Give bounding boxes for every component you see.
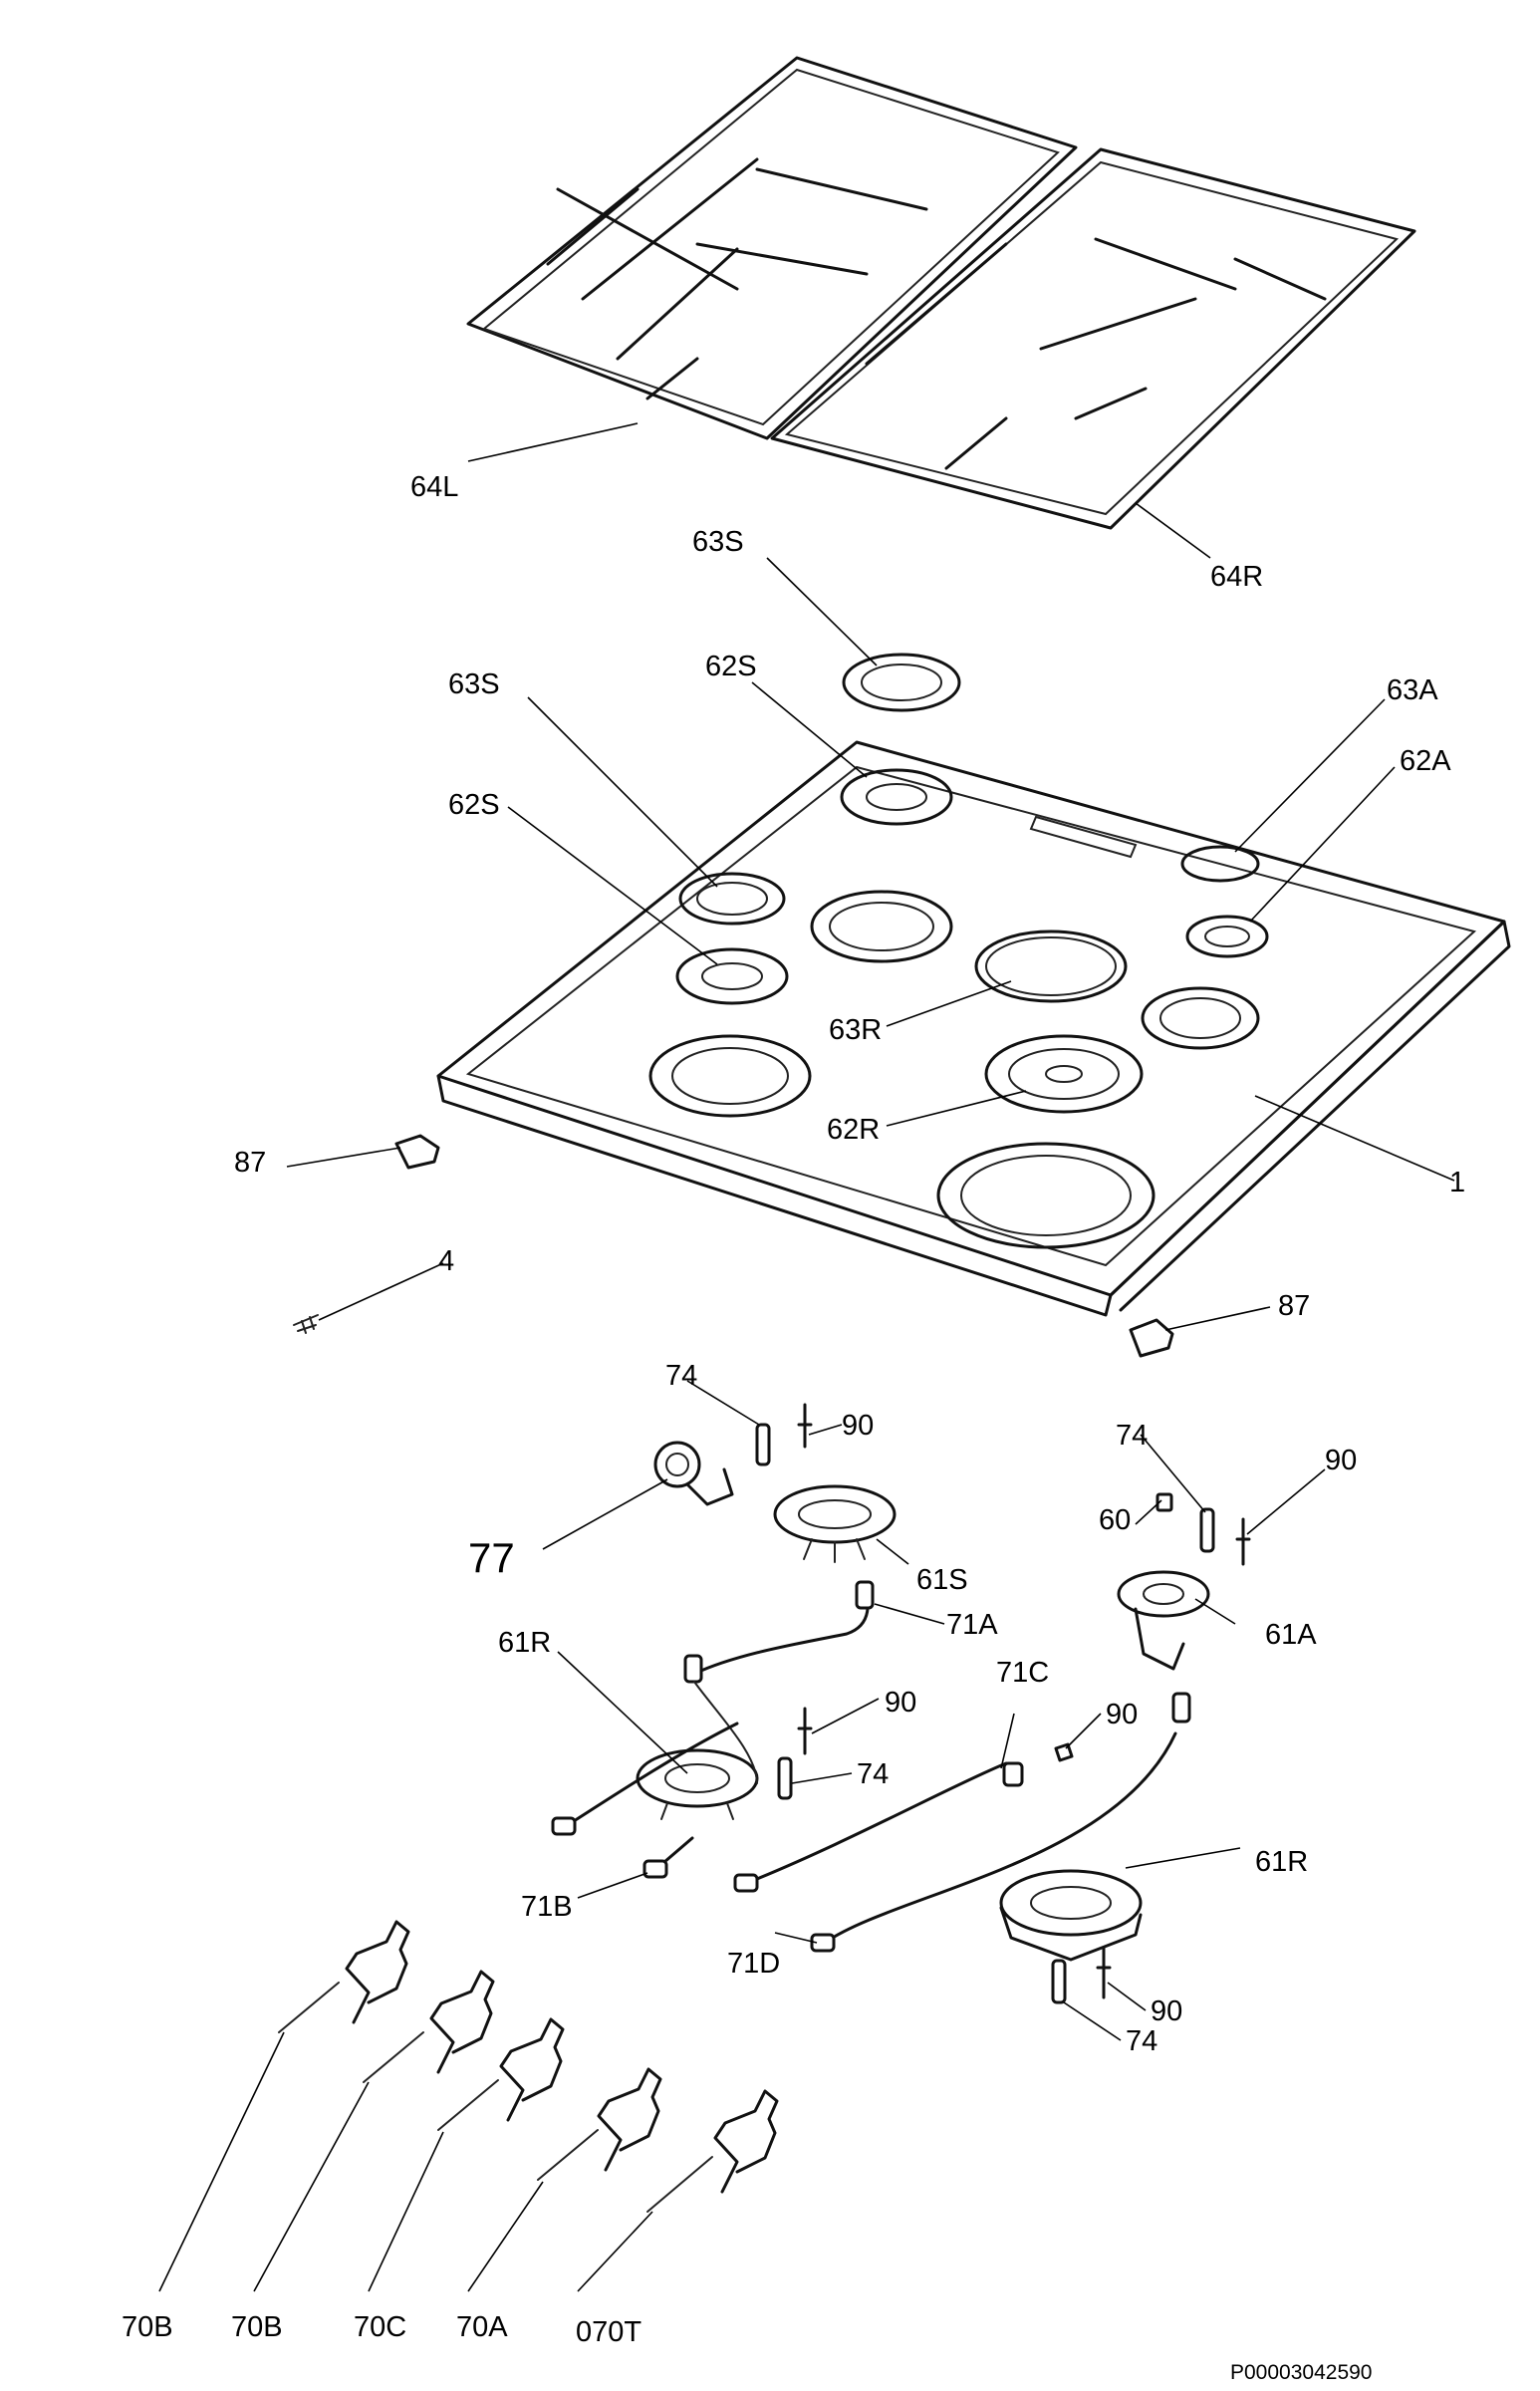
pan-support-left	[466, 56, 1078, 440]
burner-cap-63s-left	[678, 872, 786, 926]
pan-support-right	[770, 147, 1416, 530]
label-71d: 71D	[727, 1948, 780, 1980]
label-61r-left: 61R	[498, 1627, 551, 1659]
label-70b-2: 70B	[231, 2311, 283, 2343]
gas-tap-070t	[646, 2089, 779, 2213]
thermocouple-74-b	[1199, 1507, 1215, 1553]
burner-well-rear-centre	[810, 890, 953, 963]
gas-tube-71b	[551, 1722, 739, 1879]
hob-top	[436, 740, 1511, 1317]
label-90-b: 90	[1325, 1445, 1357, 1476]
burner-body-61r-left	[636, 1748, 759, 1820]
burner-crown-62r	[984, 1034, 1144, 1114]
label-74-a: 74	[665, 1360, 697, 1392]
injector-60	[1155, 1492, 1173, 1512]
label-71c: 71C	[996, 1657, 1049, 1689]
thermocouple-74-c	[777, 1756, 793, 1800]
burner-body-61r-right	[999, 1869, 1143, 1962]
spark-plug-90-d	[1054, 1742, 1074, 1762]
gas-tube-71c	[733, 1761, 1024, 1893]
gas-tube-71d	[810, 1692, 1191, 1953]
leader-lines	[158, 422, 1455, 2292]
label-90-c: 90	[885, 1687, 916, 1719]
label-63s-top: 63S	[692, 526, 744, 558]
screw	[293, 1314, 319, 1334]
label-70b-1: 70B	[122, 2311, 173, 2343]
label-63a: 63A	[1387, 674, 1438, 706]
label-77: 77	[468, 1534, 515, 1581]
burner-well-right	[1141, 986, 1260, 1050]
label-62s-top: 62S	[705, 651, 757, 682]
gas-tap-70b-2	[363, 1970, 495, 2083]
label-74-b: 74	[1116, 1420, 1148, 1452]
burner-cap-63a	[1180, 845, 1260, 883]
label-90-d: 90	[1106, 1699, 1138, 1730]
label-63s-left: 63S	[448, 668, 500, 700]
label-61s: 61S	[916, 1564, 968, 1596]
label-61a: 61A	[1265, 1619, 1317, 1651]
label-71a: 71A	[946, 1609, 998, 1641]
gas-tap-70a	[537, 2067, 662, 2181]
drawing-reference: P00003042590	[1230, 2361, 1372, 2384]
burner-well-front-left	[648, 1034, 812, 1118]
thermocouple-74-d	[1051, 1959, 1067, 2004]
label-1: 1	[1449, 1167, 1465, 1198]
burner-body-61a	[1117, 1570, 1210, 1671]
burner-crown-62s-left	[675, 947, 789, 1005]
burner-crown-62s-top	[840, 768, 953, 826]
gas-tube-71a	[683, 1580, 875, 1784]
label-63r: 63R	[829, 1014, 882, 1046]
label-64r: 64R	[1210, 561, 1263, 593]
label-070t: 070T	[576, 2316, 642, 2348]
label-60: 60	[1099, 1504, 1131, 1536]
label-62a: 62A	[1400, 745, 1451, 777]
label-90-a: 90	[842, 1410, 874, 1442]
label-87-right: 87	[1278, 1290, 1310, 1322]
spark-plug-90-c	[797, 1707, 813, 1755]
label-74-d: 74	[1126, 2025, 1157, 2057]
label-61r-right: 61R	[1255, 1846, 1308, 1878]
burner-cap-63r	[974, 930, 1128, 1003]
spark-plug-90-b	[1235, 1517, 1251, 1566]
label-87-left: 87	[234, 1147, 266, 1179]
label-62s-left: 62S	[448, 789, 500, 821]
label-62r: 62R	[827, 1114, 880, 1146]
label-90-e: 90	[1151, 1995, 1182, 2027]
burner-crown-62a	[1185, 915, 1269, 958]
spark-plug-90-e	[1096, 1946, 1112, 1999]
label-64l: 64L	[410, 471, 458, 503]
burner-well-front-right	[936, 1142, 1155, 1249]
burner-cap-63s-top	[842, 653, 961, 712]
label-70c: 70C	[354, 2311, 406, 2343]
gas-tap-70c	[437, 2017, 565, 2131]
gas-tap-70b-1	[278, 1920, 410, 2033]
label-71b: 71B	[521, 1891, 573, 1923]
foot-right	[1129, 1318, 1174, 1358]
label-4: 4	[438, 1245, 454, 1277]
part-labels: 64L 64R 63S 62S 63S 63A 62S 62A 63R 62R …	[122, 471, 1465, 2384]
spark-plug-90-a	[797, 1403, 813, 1449]
foot-left	[394, 1134, 440, 1170]
label-74-c: 74	[857, 1758, 889, 1790]
burner-body-61s	[773, 1484, 897, 1563]
thermocouple-74-a	[755, 1423, 771, 1466]
label-70a: 70A	[456, 2311, 508, 2343]
elbow-connector	[653, 1441, 734, 1506]
